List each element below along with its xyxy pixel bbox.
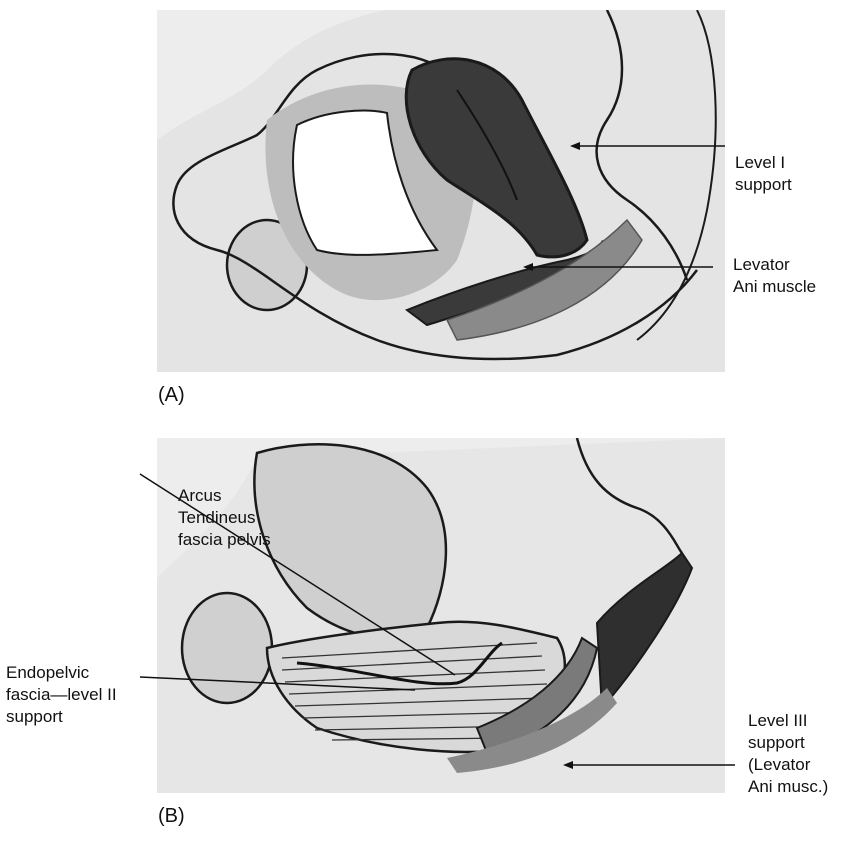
panel-a-illustration: [157, 10, 725, 372]
panel-a-tag: (A): [158, 384, 185, 407]
panel-b-tag: (B): [158, 805, 185, 828]
label-endopelvic-fascia: Endopelvic fascia—level II support: [6, 662, 117, 728]
panel-a-drawing: [157, 10, 725, 372]
label-level1-support: Level I support: [735, 152, 792, 196]
pubic-bone-b: [182, 593, 272, 703]
label-arcus-tendineus: Arcus Tendineus fascia pelvis: [178, 485, 271, 551]
label-level3-support: Level III support (Levator Ani musc.): [748, 710, 828, 798]
label-levator-ani: Levator Ani muscle: [733, 254, 816, 298]
